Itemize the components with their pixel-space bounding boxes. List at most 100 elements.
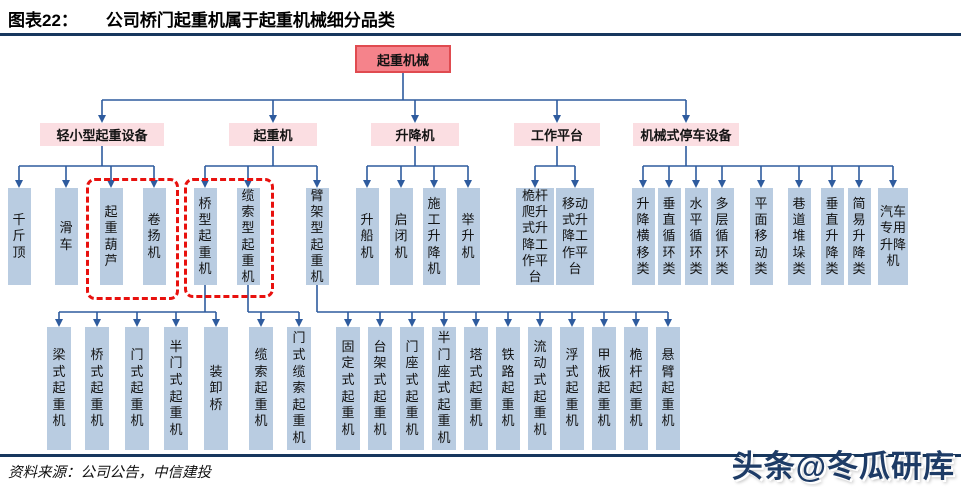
arrowhead-icon — [553, 115, 561, 123]
node-l4-bridge-type-4-label: 装卸桥 — [209, 363, 223, 412]
node-l2-0-label: 轻小型起重设备 — [56, 128, 148, 143]
node-l2-2: 升降机 — [371, 123, 459, 146]
node-l3-parking-2: 水平循环类 — [684, 188, 708, 285]
node-l4-jib-type-4-label: 塔式起重机 — [469, 346, 483, 429]
highlight-box-hoist-winch — [86, 178, 179, 300]
arrowhead-icon — [531, 180, 539, 188]
node-l4-cable-type-0: 缆索起重机 — [249, 327, 273, 450]
node-l4-jib-type-7-label: 浮式起重机 — [565, 346, 579, 429]
node-l3-parking-1-label: 垂直循环类 — [662, 196, 676, 276]
node-l2-4-label: 机械式停车设备 — [640, 128, 732, 143]
node-l3-parking-8-label: 汽车专用升降机 — [879, 204, 906, 268]
figure-title: 图表22：公司桥门起重机属于起重机械细分品类 — [8, 6, 395, 31]
arrowhead-icon — [664, 319, 672, 327]
node-root: 起重机械 — [355, 45, 451, 73]
arrowhead-icon — [504, 319, 512, 327]
node-l4-jib-type-9: 桅杆起重机 — [624, 327, 648, 450]
arrowhead-icon — [376, 319, 384, 327]
title-divider-rule — [0, 33, 961, 36]
node-l4-jib-type-6-label: 流动式起重机 — [533, 338, 547, 437]
node-l3-light-small-3: 卷扬机 — [142, 188, 166, 285]
source-note: 资料来源：公司公告，中信建投 — [8, 465, 211, 481]
node-l4-jib-type-8: 甲板起重机 — [592, 327, 616, 450]
arrowhead-icon — [344, 319, 352, 327]
arrowhead-icon — [795, 180, 803, 188]
node-l4-bridge-type-3-label: 半门式起重机 — [169, 338, 183, 437]
node-l3-crane-2: 臂架型起重机 — [305, 188, 329, 285]
node-l3-platform-0: 桅杆爬升式升降工作平台 — [516, 188, 554, 285]
highlight-box-bridge-cable-crane — [184, 178, 274, 298]
node-l4-jib-type-6: 流动式起重机 — [528, 327, 552, 450]
arrowhead-icon — [62, 180, 70, 188]
node-l3-elevator-3-label: 举升机 — [461, 212, 475, 260]
node-l3-elevator-1: 启闭机 — [389, 188, 413, 285]
node-l4-jib-type-2-label: 门座式起重机 — [405, 338, 419, 437]
arrowhead-icon — [430, 180, 438, 188]
node-l3-crane-1: 缆索型起重机 — [236, 188, 260, 285]
arrowhead-icon — [682, 115, 690, 123]
arrowhead-icon — [408, 319, 416, 327]
arrowhead-icon — [150, 180, 158, 188]
node-l3-elevator-3: 举升机 — [456, 188, 480, 285]
node-l4-jib-type-4: 塔式起重机 — [464, 327, 488, 450]
node-l3-parking-7-label: 简易升降类 — [852, 196, 866, 276]
arrowhead-icon — [15, 180, 23, 188]
arrowhead-icon — [313, 180, 321, 188]
bottom-divider-rule — [0, 454, 961, 457]
arrowhead-icon — [212, 319, 220, 327]
tree-branch-lines — [18, 73, 894, 320]
arrowhead-icon — [855, 180, 863, 188]
arrowhead-icon — [828, 180, 836, 188]
arrowhead-icon — [107, 180, 115, 188]
node-l3-parking-0-label: 升降横移类 — [636, 196, 650, 276]
node-l4-jib-type-10-label: 悬臂起重机 — [661, 346, 675, 429]
node-l4-bridge-type-2-label: 门式起重机 — [130, 346, 144, 429]
node-l3-crane-0-label: 桥型起重机 — [198, 196, 212, 276]
arrowhead-icon — [269, 115, 277, 123]
arrowhead-icon — [472, 319, 480, 327]
arrowhead-icon — [172, 319, 180, 327]
node-l3-platform-1: 移动式升降工作平台 — [556, 188, 594, 285]
node-l4-jib-type-9-label: 桅杆起重机 — [629, 346, 643, 429]
arrowhead-icon — [411, 115, 419, 123]
node-l3-platform-1-label: 移动式升降工作平台 — [561, 196, 588, 276]
node-l3-parking-4-label: 平面移动类 — [754, 196, 768, 276]
node-root-label: 起重机械 — [376, 52, 429, 68]
arrowhead-icon — [464, 180, 472, 188]
node-l3-parking-5-label: 巷道堆垛类 — [792, 196, 806, 276]
node-l3-crane-2-label: 臂架型起重机 — [310, 188, 324, 284]
arrowhead-icon — [363, 180, 371, 188]
node-l3-platform-0-label: 桅杆爬升式升降工作平台 — [521, 188, 548, 284]
arrowhead-icon — [257, 319, 265, 327]
node-l4-bridge-type-0-label: 梁式起重机 — [52, 346, 66, 429]
arrowhead-icon — [632, 319, 640, 327]
node-l2-1-label: 起重机 — [253, 128, 293, 143]
arrowhead-icon — [757, 180, 765, 188]
node-l4-jib-type-1-label: 台架式起重机 — [373, 338, 387, 437]
node-l2-3-label: 工作平台 — [530, 128, 583, 143]
node-l3-parking-0: 升降横移类 — [631, 188, 655, 285]
arrowhead-icon — [440, 319, 448, 327]
node-l2-1: 起重机 — [229, 123, 317, 146]
node-l4-bridge-type-4: 装卸桥 — [204, 327, 228, 450]
node-l2-2-label: 升降机 — [395, 128, 435, 143]
node-l4-bridge-type-3: 半门式起重机 — [164, 327, 188, 450]
node-l4-bridge-type-2: 门式起重机 — [125, 327, 149, 450]
node-l3-light-small-2-label: 起重葫芦 — [104, 204, 118, 268]
node-l4-jib-type-3: 半门座式起重机 — [432, 327, 456, 450]
node-l3-elevator-1-label: 启闭机 — [394, 212, 408, 260]
node-l3-light-small-0: 千斤顶 — [7, 188, 31, 285]
node-l3-crane-1-label: 缆索型起重机 — [241, 188, 255, 284]
node-l4-jib-type-5: 铁路起重机 — [496, 327, 520, 450]
arrowhead-icon — [98, 115, 106, 123]
arrowhead-icon — [718, 180, 726, 188]
node-l4-jib-type-3-label: 半门座式起重机 — [437, 330, 451, 446]
arrowhead-icon — [133, 319, 141, 327]
arrowhead-icon — [568, 319, 576, 327]
node-l4-cable-type-1-label: 门式缆索起重机 — [292, 330, 306, 446]
arrowhead-icon — [55, 319, 63, 327]
node-l3-parking-4: 平面移动类 — [749, 188, 773, 285]
node-l2-4: 机械式停车设备 — [633, 123, 739, 146]
node-l3-light-small-1: 滑车 — [54, 188, 78, 285]
